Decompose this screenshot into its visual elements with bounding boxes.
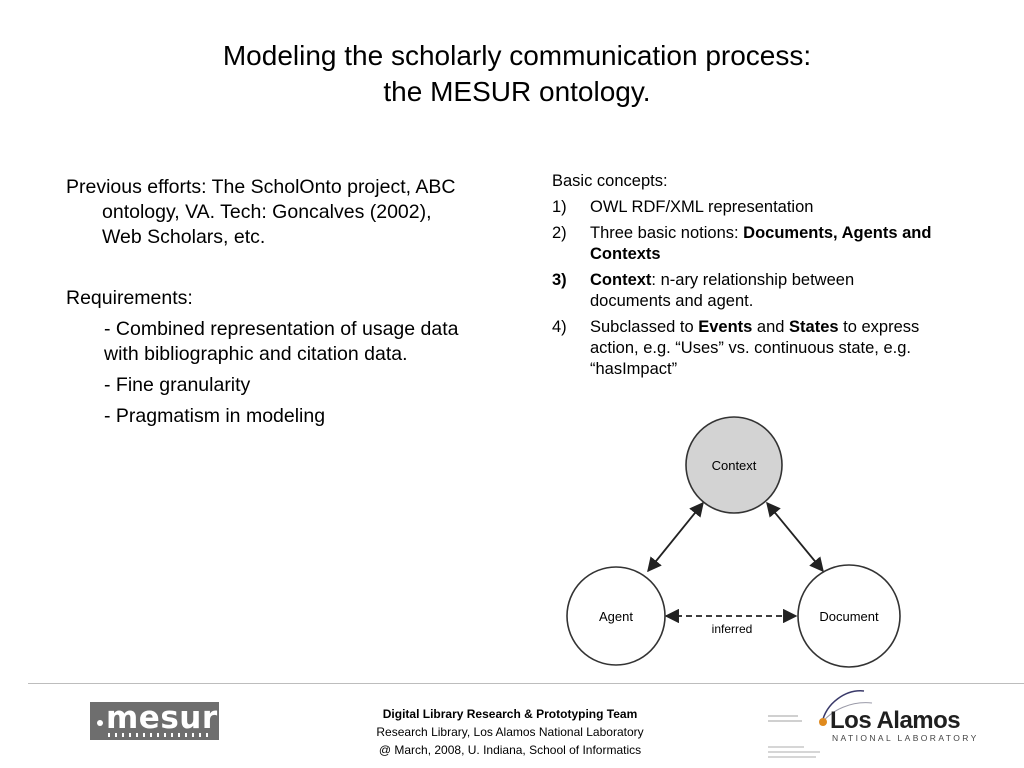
title-line-1: Modeling the scholarly communication pro… [222,40,812,71]
context-agent-edge [647,501,704,573]
requirements-label: Requirements: [66,287,193,309]
basic-concept-number: 1) [552,198,567,216]
basic-concept-text-run: OWL RDF/XML representation [590,198,814,216]
basic-concept-item: 3) Context: n-ary relationship between do… [552,270,932,312]
footer-date-venue: @ March, 2008, U. Indiana, School of Inf… [378,743,642,757]
basic-concept-number: 3) [552,271,567,289]
basic-concept-text: OWL RDF/XML representation [590,197,932,218]
lanl-dot-icon [819,718,827,726]
mesur-logo: mesur [90,700,219,740]
basic-concept-text-run: Context [590,271,652,289]
right-column: Basic concepts: 1) OWL RDF/XML representa… [552,171,932,385]
context-label: Context [712,458,757,473]
basic-concept-text: Three basic notions: Documents, Agents a… [590,223,932,265]
basic-concept-text-run: : n-ary relationship between documents a… [590,271,855,310]
basic-concept-number: 2) [552,224,567,242]
previous-efforts-text: Previous efforts: The ScholOnto project,… [66,176,456,248]
requirement-item: - Pragmatism in modeling [104,405,326,427]
basic-concept-text-run: Three basic notions: [590,224,744,242]
context-document-edge [766,501,824,573]
ontology-diagram: Context Agent Document inferred [566,416,901,668]
basic-concept-number: 4) [552,318,567,336]
footer-divider [28,683,1024,684]
mesur-logo-ticks [108,733,208,737]
basic-concept-item: 2) Three basic notions: Documents, Agents… [552,223,932,265]
basic-concept-text-run: Subclassed to [590,318,699,336]
basic-concept-item: 4) Subclassed to Events and States to exp… [552,317,932,380]
footer-credits: Digital Library Research & Prototyping T… [300,705,720,759]
basic-concept-text: Context: n-ary relationship between docu… [590,270,932,312]
requirement-item: - Combined representation of usage data … [104,318,459,365]
agent-node [566,566,666,666]
inferred-label: inferred [712,622,753,636]
basic-concept-text-run: to express action, e.g. “Uses” vs. conti… [590,318,920,378]
lanl-logo-name: Los Alamos [830,707,961,734]
agent-label: Agent [599,609,633,624]
basic-concept-item: 1) OWL RDF/XML representation [552,197,932,218]
basic-concepts-label: Basic concepts: [552,172,668,190]
lanl-logo-graphic [768,690,873,758]
basic-concept-text-run: States [789,318,839,336]
footer-institution: Research Library, Los Alamos National La… [376,725,644,739]
mesur-logo-text: mesur [106,700,218,736]
context-node [685,416,783,514]
basic-concept-text-run: Events [698,318,753,336]
basic-concept-text-run: Documents, Agents and Contexts [590,224,932,263]
footer-team: Digital Library Research & Prototyping T… [382,707,638,721]
requirement-item: - Fine granularity [104,374,251,396]
document-node [797,564,901,668]
basic-concept-text: Subclassed to Events and States to expre… [590,317,932,380]
basic-concept-text-run: and [752,318,790,336]
left-column: Previous efforts: The ScholOnto project,… [66,175,466,429]
mesur-logo-dot [97,720,103,726]
basic-concepts-list: 1) OWL RDF/XML representation 2) Three basi… [552,197,932,380]
lanl-logo-subtitle: NATIONAL LABORATORY [832,733,979,743]
slide-title: Modeling the scholarly communication pro… [0,38,1024,110]
document-label: Document [819,609,879,624]
title-line-2: the MESUR ontology. [383,76,651,107]
